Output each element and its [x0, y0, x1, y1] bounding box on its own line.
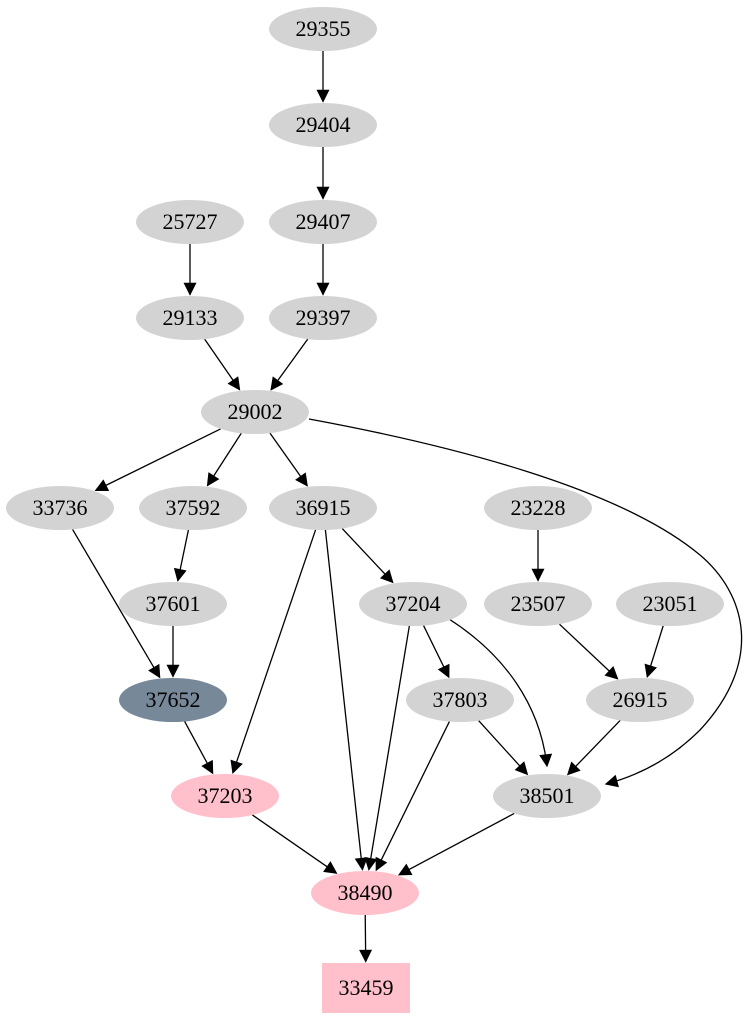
node-label: 36915	[296, 495, 351, 520]
graph-node-38490: 38490	[311, 871, 419, 915]
graph-node-23051: 23051	[616, 582, 724, 626]
node-label: 29404	[296, 112, 351, 137]
node-ellipse-shape	[484, 486, 592, 530]
edge-33736-37652	[72, 529, 161, 679]
node-label: 29355	[296, 16, 351, 41]
node-label: 26915	[613, 687, 668, 712]
edge-36915-37204	[341, 528, 394, 584]
edge-29002-37592	[206, 432, 242, 487]
graph-node-29133: 29133	[136, 296, 244, 340]
node-box-shape	[322, 963, 410, 1013]
node-ellipse-shape	[484, 582, 592, 626]
node-ellipse-shape	[359, 582, 467, 626]
node-ellipse-shape	[269, 103, 377, 147]
graph-node-37204: 37204	[359, 582, 467, 626]
node-label: 38490	[338, 880, 393, 905]
node-label: 33459	[339, 975, 394, 1000]
graph-node-33459: 33459	[322, 963, 410, 1013]
node-ellipse-shape	[269, 486, 377, 530]
graph-node-33736: 33736	[6, 486, 114, 530]
node-label: 37803	[433, 687, 488, 712]
node-label: 37652	[146, 687, 201, 712]
graph-node-29404: 29404	[269, 103, 377, 147]
node-ellipse-shape	[139, 486, 247, 530]
node-ellipse-shape	[6, 486, 114, 530]
graph-node-29407: 29407	[269, 200, 377, 244]
graph-node-29002: 29002	[201, 390, 309, 434]
edge-29133-29002	[204, 338, 241, 391]
graph-node-37652: 37652	[119, 678, 227, 722]
edge-37204-37803	[422, 625, 450, 679]
node-ellipse-shape	[136, 296, 244, 340]
node-ellipse-shape	[406, 678, 514, 722]
node-label: 38501	[520, 783, 575, 808]
node-ellipse-shape	[269, 200, 377, 244]
node-ellipse-shape	[171, 774, 279, 818]
edge-29002-33736	[94, 428, 221, 492]
graph-node-38501: 38501	[493, 774, 601, 818]
edge-36915-37203	[230, 529, 317, 775]
edge-37803-38501	[478, 720, 529, 776]
node-label: 29407	[296, 209, 351, 234]
edge-36915-38490	[324, 529, 368, 871]
edge-29002-38501	[308, 418, 743, 788]
graph-node-37601: 37601	[119, 582, 227, 626]
edge-37592-37601	[173, 529, 190, 582]
edge-29002-36915	[269, 432, 308, 487]
node-label: 37592	[166, 495, 221, 520]
node-label: 37203	[198, 783, 253, 808]
node-label: 29133	[163, 305, 218, 330]
node-label: 37601	[146, 591, 201, 616]
graph-node-36915: 36915	[269, 486, 377, 530]
graph-node-23228: 23228	[484, 486, 592, 530]
edge-37203-38490	[252, 814, 338, 874]
graph-node-25727: 25727	[136, 200, 244, 244]
node-ellipse-shape	[136, 200, 244, 244]
graph-node-29355: 29355	[269, 7, 377, 51]
edge-37204-38501	[448, 618, 553, 768]
edge-26915-38501	[566, 720, 621, 776]
graph-node-37592: 37592	[139, 486, 247, 530]
node-ellipse-shape	[201, 390, 309, 434]
graph-node-37803: 37803	[406, 678, 514, 722]
edge-38501-38490	[397, 812, 515, 876]
graph-node-26915: 26915	[586, 678, 694, 722]
node-ellipse-shape	[119, 582, 227, 626]
edge-37652-37203	[184, 721, 214, 775]
node-label: 29397	[296, 305, 351, 330]
node-label: 23228	[511, 495, 566, 520]
graph-node-23507: 23507	[484, 582, 592, 626]
node-label: 25727	[163, 209, 218, 234]
edge-37204-38490	[364, 625, 410, 871]
node-label: 33736	[33, 495, 88, 520]
edge-23507-26915	[559, 623, 619, 680]
edge-23051-26915	[644, 625, 664, 678]
node-ellipse-shape	[119, 678, 227, 722]
node-label: 23051	[643, 591, 698, 616]
node-label: 37204	[386, 591, 441, 616]
node-ellipse-shape	[616, 582, 724, 626]
node-ellipse-shape	[311, 871, 419, 915]
graph-node-29397: 29397	[269, 296, 377, 340]
edge-29397-29002	[270, 338, 309, 391]
node-label: 23507	[511, 591, 566, 616]
node-label: 29002	[228, 399, 283, 424]
node-ellipse-shape	[586, 678, 694, 722]
edge-37803-38490	[375, 721, 450, 872]
node-ellipse-shape	[493, 774, 601, 818]
graph-node-37203: 37203	[171, 774, 279, 818]
node-ellipse-shape	[269, 7, 377, 51]
node-ellipse-shape	[269, 296, 377, 340]
